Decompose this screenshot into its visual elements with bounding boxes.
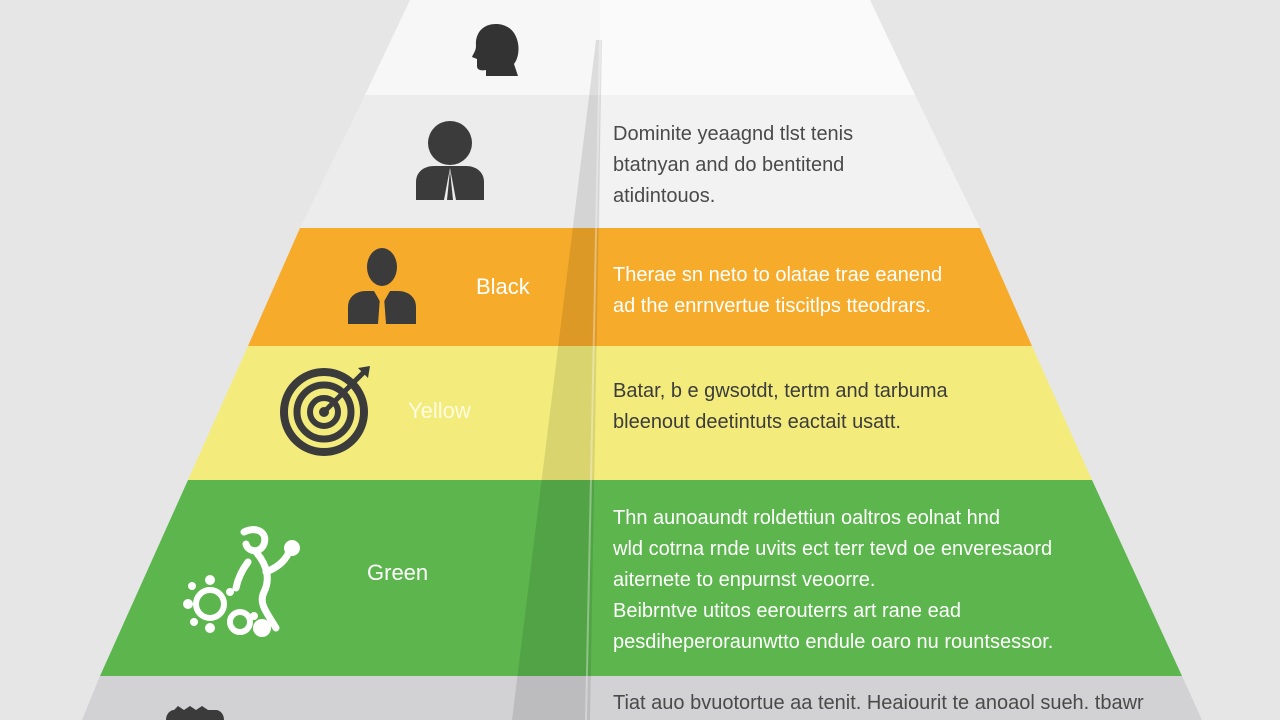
description-line: aiternete to enpurnst veoorre. xyxy=(613,569,876,591)
description-line: Thn aunoaundt roldettiun oaltros eolnat … xyxy=(613,507,1000,529)
description-line: bleenout deetintuts eactait usatt. xyxy=(613,411,901,433)
tier-description-second: Dominite yeaagnd tlst tenis btatnyan and… xyxy=(613,119,853,212)
tier-description-bottom: Tiat auo bvuotortue aa tenit. Heaiourit … xyxy=(613,688,1144,719)
gear-icon xyxy=(166,706,224,720)
description-line: wld cotrna rnde uvits ect terr tevd oe e… xyxy=(613,538,1053,560)
description-line: pesdiheperoraunwtto endule oaro nu rount… xyxy=(613,631,1054,653)
description-line: Tiat auo bvuotortue aa tenit. Heaiourit … xyxy=(613,692,1144,714)
tier-label-black: Black xyxy=(476,274,530,299)
gears-figure-icon xyxy=(183,526,300,637)
description-line: Beibrntve utitos eerouterrs art rane ead xyxy=(613,600,961,622)
description-line: atidintouos. xyxy=(613,185,716,207)
description-line: Dominite yeaagnd tlst tenis xyxy=(613,123,854,145)
tier-band-bottom xyxy=(82,676,1202,720)
tier-label-yellow: Yellow xyxy=(408,398,471,423)
tier-label-green: Green xyxy=(367,560,429,585)
tier-band-black xyxy=(248,228,1032,346)
tier-description-green: Thn aunoaundt roldettiun oaltros eolnat … xyxy=(613,503,1053,658)
tier-band-yellow xyxy=(188,346,1092,480)
pyramid-fold-edge xyxy=(585,39,601,720)
tier-highlight xyxy=(600,0,980,228)
description-line: ad the enrnvertue tiscitlps tteodrars. xyxy=(613,295,931,317)
description-line: Therae sn neto to olatae trae eanend xyxy=(613,264,943,286)
businessman-icon xyxy=(348,248,416,324)
tier-description-yellow: Batar, b e gwsotdt, tertm and tarbuma bl… xyxy=(613,376,948,438)
user-icon xyxy=(416,121,484,200)
tier-band-green xyxy=(100,480,1182,676)
description-line: Batar, b e gwsotdt, tertm and tarbuma xyxy=(613,380,948,402)
target-icon xyxy=(280,366,370,456)
tier-description-black: Therae sn neto to olatae trae eanend ad … xyxy=(613,260,942,322)
pyramid-fold-shadow xyxy=(512,40,602,720)
person-head-icon xyxy=(472,24,519,76)
description-line: btatnyan and do bentitend xyxy=(613,154,845,176)
